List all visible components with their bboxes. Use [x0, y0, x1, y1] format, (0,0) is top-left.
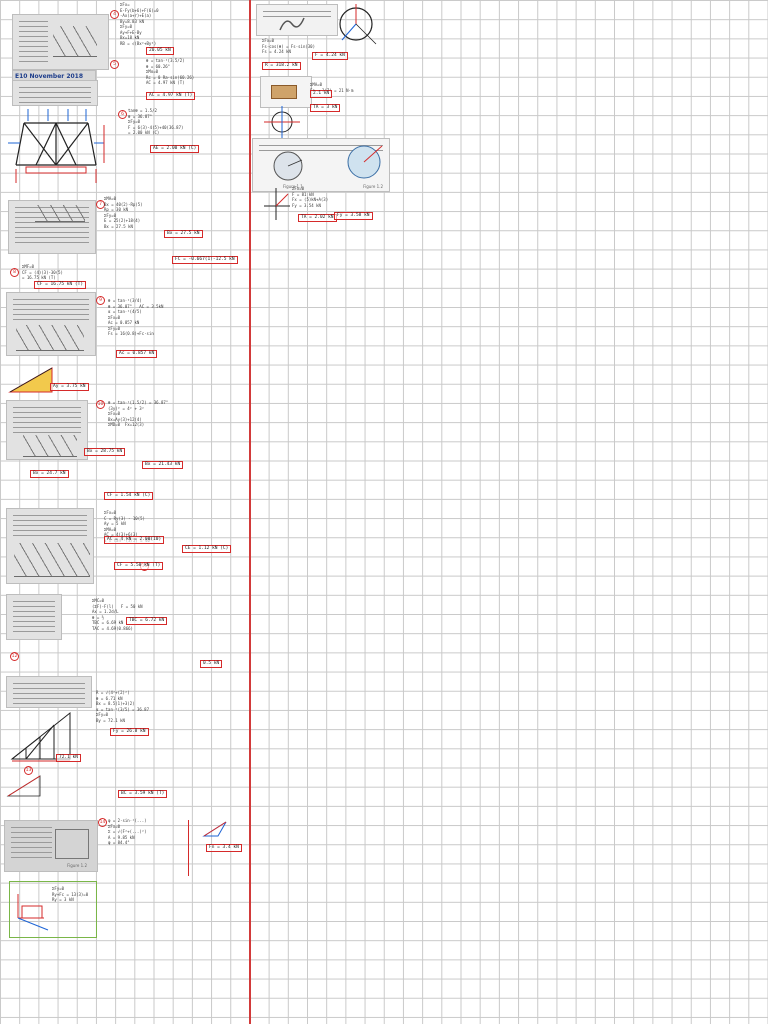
solution-work-q5: θ = tan⁻¹(3.5/2) θ = 60.26° ΣMo=0 Rc = 0…: [146, 58, 195, 85]
figure-label-1-1: Figure 1.1: [283, 184, 303, 189]
answer-box-q9-b: Ay = 3.75 kN: [50, 383, 89, 391]
solution-work-q4: ΣFx= E-Fy(b+6)+F(6)=0 -Ax(a+r)+E(a) By=8…: [120, 2, 159, 46]
answer-box-q6: AE = 2.00 kN (C): [150, 145, 200, 153]
answer-box-q13-c: BC = 3.59 kN (T): [118, 790, 168, 798]
answer-box-q10-b: Bx = 21.43 kN: [142, 461, 184, 469]
answer-box-right-1b: F = 4.24 kN: [312, 52, 348, 60]
question-photo-9: Figure 1.2: [4, 820, 98, 872]
question-number-4: 4: [110, 10, 119, 19]
answer-box-right-3a: TA = 2.02 kN: [298, 214, 337, 222]
question-number-14: 14: [98, 818, 107, 827]
final-box-work: ΣFy=0 Ry+Fc = 13(3)=0 Ry = 3 kN: [52, 886, 89, 902]
question-photo-5: [6, 400, 88, 460]
question-photo-2: [12, 80, 98, 106]
answer-box-q13-b: 72.1 kN: [56, 754, 81, 762]
page-heading: E10 November 2018: [15, 73, 84, 80]
answer-box-right-1a: R = 318.2 kN: [262, 62, 301, 70]
question-number-12: 12: [10, 652, 19, 661]
vector-diagram-q14: [202, 821, 227, 837]
solution-work-right-3: ΣFx=0 F = 81 kN Fx = (5)kN+A(3) Fy = 3.5…: [292, 186, 329, 208]
answer-box-q5: AC = 4.97 kN (T): [146, 92, 196, 100]
question-photo-3: [8, 200, 96, 254]
question-photo-right-2: [260, 76, 312, 108]
solution-work-q14: φ = 2·sin⁻¹(...) ΣFx=0 Σ = √(F²+(...)²) …: [108, 818, 147, 845]
truss-diagram-large: [8, 109, 105, 183]
question-photo-6: [6, 508, 94, 584]
question-number-7: 7: [96, 200, 105, 209]
answer-box-right-2a: 2.1 kN: [310, 90, 333, 98]
solution-work-q10: θ = tan⁻¹(1.5/2) = 36.87° (3y)² = 4² + 3…: [108, 400, 169, 427]
circle-figure-1-2: [347, 145, 383, 179]
red-margin-line: [249, 0, 251, 1024]
solution-work-q13: R = √(4²+(2)²) θ = 6.71 kN Bx = 8.5(1)+3…: [96, 690, 149, 723]
question-number-13: 13: [24, 766, 33, 775]
triangle-diagram-q9: [8, 367, 53, 393]
question-photo-1: [12, 14, 109, 70]
answer-box-q11-b: CE = 1.12 kN (C): [182, 545, 232, 553]
answer-box-q9-a: Ac = 0.857 kN: [116, 350, 158, 358]
question-photo-4: [6, 292, 96, 356]
question-photo-8: [6, 676, 92, 708]
circle-figure-1-1: [273, 151, 303, 181]
question-number-10: 10: [96, 400, 105, 409]
truss-diagram-q13: [10, 711, 71, 762]
solution-work-q12: ΣMC=0 (ΣF)-F(l) F = 50 kN Ax = 1.2d/L θ …: [92, 598, 143, 631]
question-photo-right-1: [256, 4, 338, 36]
final-box-diagram: [17, 894, 49, 931]
solution-work-q8: ΣMF=0 CF = (4)(3)-30(5) = 16.75 kN (T): [22, 264, 63, 280]
answer-box-q12-a: TBC = 6.72 kN: [126, 617, 168, 625]
answer-box-q7-a: Bx = 27.5 kN: [164, 230, 203, 238]
answer-box-q10-a: Bx = 28.75 kN: [84, 448, 126, 456]
solution-work-q9: θ = tan⁻¹(3/4) θ = 36.87° AC = 3.5kN α =…: [108, 298, 164, 336]
question-number-6: 6: [118, 110, 127, 119]
answer-box-q11-a: AC = 4 kN = 2.00(10): [104, 536, 165, 544]
divider-line-q14: [188, 820, 189, 876]
answer-box-right-3b: Fy = 3.58 kN: [334, 212, 373, 220]
green-frame-box: [9, 881, 97, 938]
pulley-diagram: [339, 4, 377, 45]
answer-box-q7-b: FC = -0.667(1)-12.5 kN: [172, 256, 238, 264]
answer-box-right-2b: TA = 3 kN: [310, 104, 341, 112]
figure-label-1-2-right: Figure 1.2: [363, 184, 383, 189]
answer-box-q10-d: CF = 1.54 kN (C): [104, 492, 154, 500]
question-number-5: 5: [110, 60, 119, 69]
answer-box-q13-a: Fy = 26.8 kN: [110, 728, 149, 736]
answer-box-q10-c: Bx = 24.7 kN: [30, 470, 69, 478]
solution-work-right-1: ΣFx=0 Fs·cos(θ) = Fs·sin(30) Fs = 4.24 k…: [262, 38, 315, 54]
figure-label-1-2: Figure 1.2: [67, 863, 87, 868]
solution-work-q6: tanθ = 1.5/2 θ = 36.87° ΣFy=0 F = 6(3)-4…: [128, 108, 184, 135]
answer-box-q14: Fn = 3.4 kN: [206, 844, 242, 852]
solution-work-q7: ΣMA=0 Bx = 40(2)-Rp(5) Rp = 30 kN ΣFy=0 …: [104, 196, 143, 229]
question-number-8: 8: [10, 268, 19, 277]
answer-box-q8: CF = 16.75 kN (T): [34, 281, 87, 289]
answer-box-q11-c: CF = 5.58 kN (T): [114, 562, 164, 570]
question-number-9: 9: [96, 296, 105, 305]
triangle-diagram-q13b: [6, 775, 41, 797]
question-photo-7: [6, 594, 62, 640]
answer-box-q12-b: 0.5 kN: [200, 660, 223, 668]
force-wheel-diagram: [264, 106, 300, 138]
answer-box-q4: 20.05 kN: [146, 47, 174, 55]
axes-diagram-right-3: [264, 188, 290, 220]
spring-diagram: [279, 17, 305, 31]
